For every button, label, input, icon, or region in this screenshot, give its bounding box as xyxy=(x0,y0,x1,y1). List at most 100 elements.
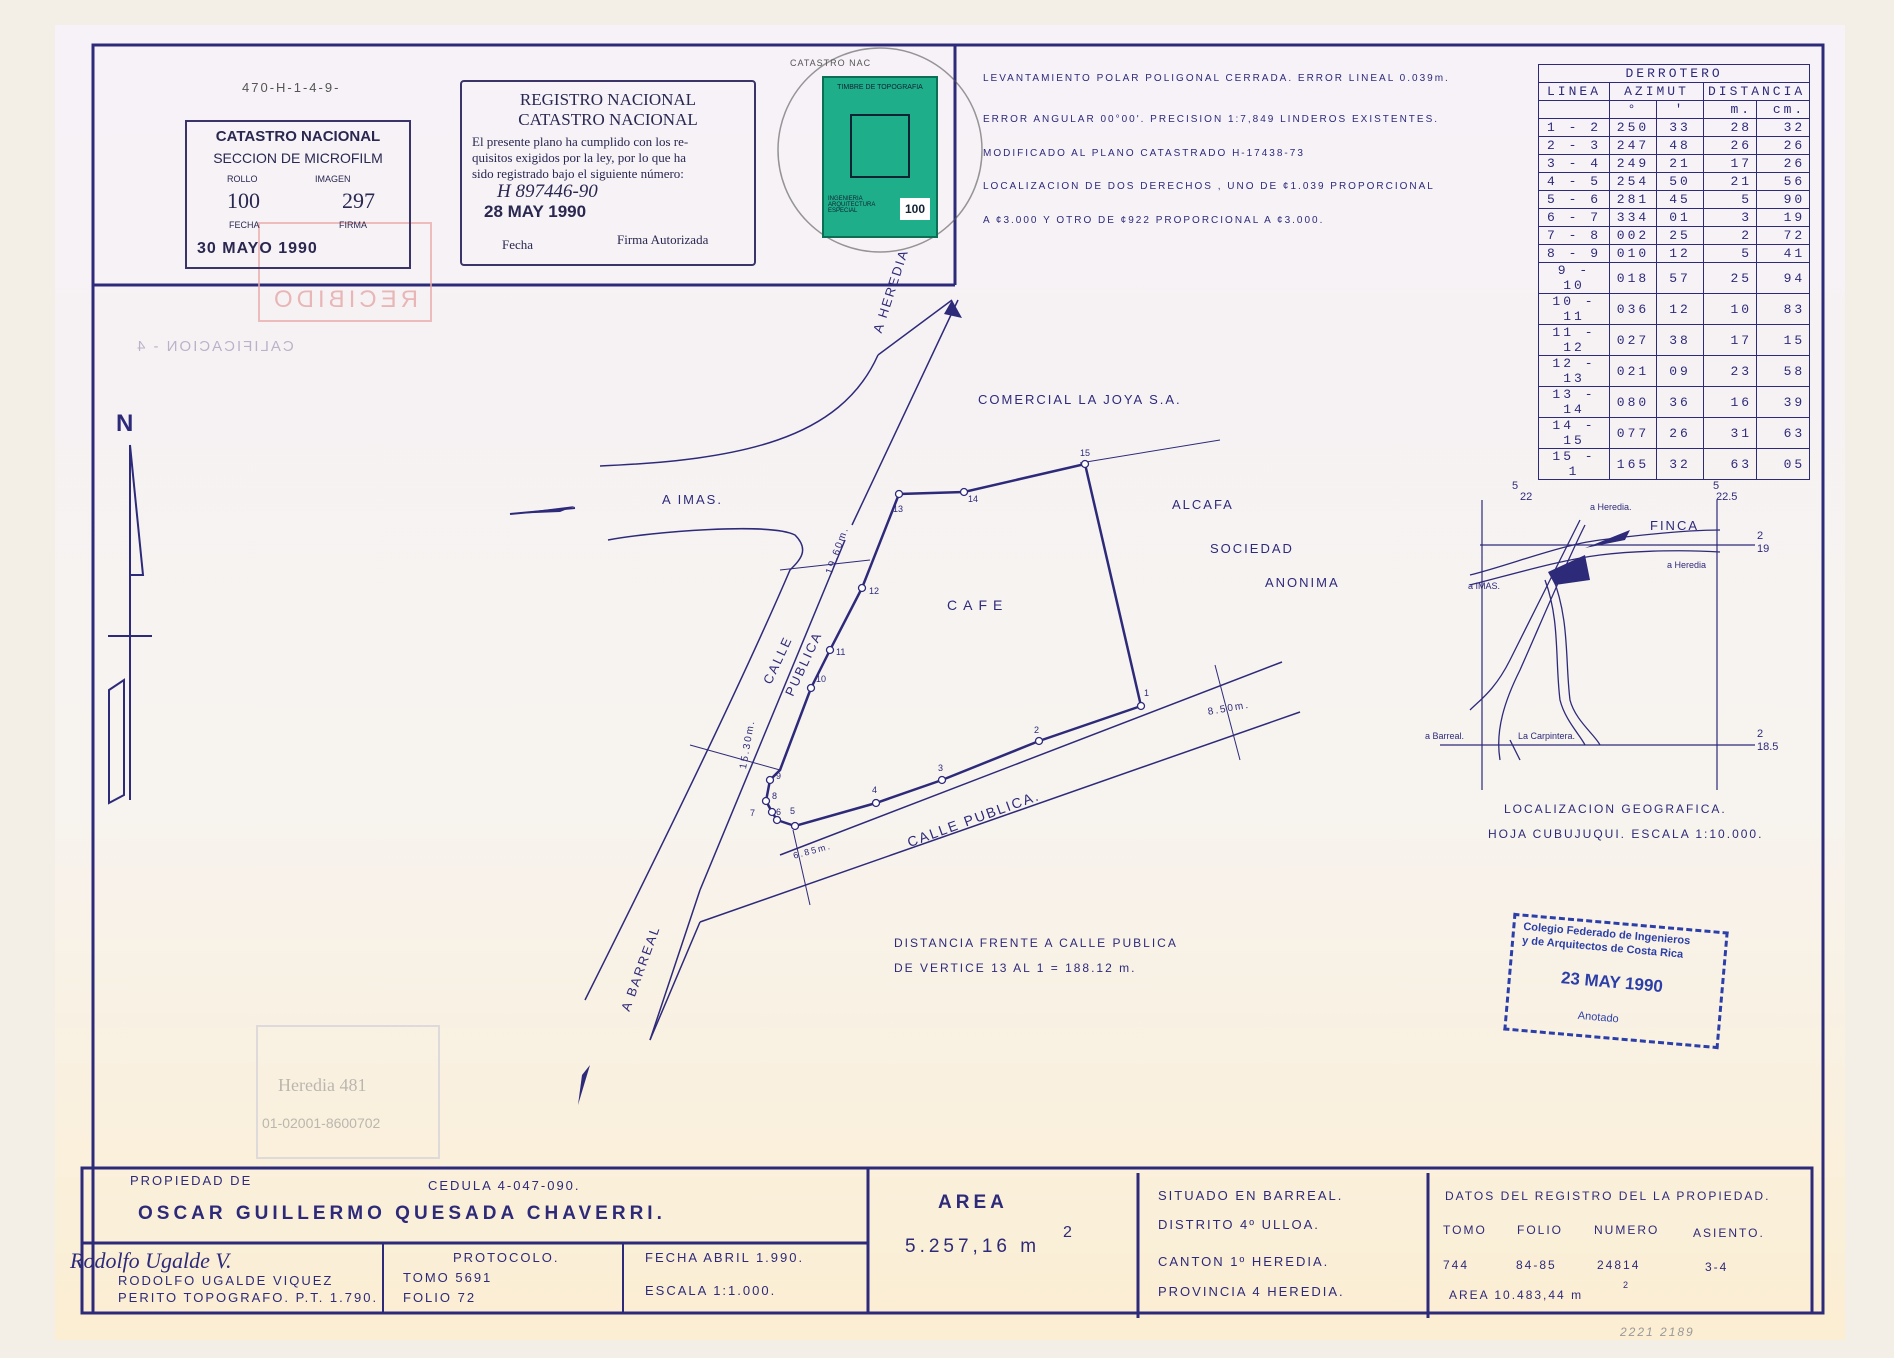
azimut-min-cell: 32 xyxy=(1656,448,1704,480)
loc-a-heredia-2: a Heredia xyxy=(1667,560,1707,570)
canton: CANTON 1º HEREDIA. xyxy=(1158,1254,1330,1269)
linea-cell: 3 - 4 xyxy=(1538,154,1610,173)
loc-grid-r1a: 2 xyxy=(1757,530,1764,542)
vertex-9: 9 xyxy=(776,771,782,781)
microfilm-title: CATASTRO NACIONAL xyxy=(215,128,381,145)
azimut-min-cell: 12 xyxy=(1656,293,1704,325)
registry-line-3: sido registrado bajo el siguiente número… xyxy=(472,166,684,181)
note-5: A ¢3.000 Y OTRO DE ¢922 PROPORCIONAL A ¢… xyxy=(983,215,1325,226)
provincia: PROVINCIA 4 HEREDIA. xyxy=(1158,1284,1345,1299)
area-label: AREA xyxy=(938,1192,1008,1213)
azimut-deg-cell: 077 xyxy=(1609,417,1657,449)
north-label: N xyxy=(116,410,138,437)
loc-la-carpintera: La Carpintera. xyxy=(1518,731,1576,741)
azimut-deg-cell: 002 xyxy=(1609,226,1657,245)
derrotero-table: DERROTERO LINEA AZIMUT DISTANCIA ° ' m. … xyxy=(1537,64,1811,480)
microfilm-stamp: CATASTRO NACIONAL SECCION DE MICROFILM R… xyxy=(185,120,411,269)
dist-cm-cell: 05 xyxy=(1756,448,1811,480)
azimut-deg-cell: 080 xyxy=(1609,386,1657,418)
header-distancia: DISTANCIA xyxy=(1702,82,1811,101)
imagen-value: 297 xyxy=(342,188,375,213)
dist-m-cell: 3 xyxy=(1702,208,1758,227)
vertex-10: 10 xyxy=(816,674,827,684)
microfilm-subtitle: SECCION DE MICROFILM xyxy=(213,150,383,166)
header-deg: ° xyxy=(1609,100,1657,119)
frente-line-2: DE VERTICE 13 AL 1 = 188.12 m. xyxy=(894,961,1137,975)
area-value: 5.257,16 m xyxy=(905,1236,1041,1257)
azimut-deg-cell: 281 xyxy=(1609,190,1657,209)
fee-stamp-top: TIMBRE DE TOPOGRAFIA xyxy=(837,84,923,91)
dist-cm-cell: 26 xyxy=(1756,154,1811,173)
dist-m-cell: 21 xyxy=(1702,172,1758,191)
dist-cm-cell: 90 xyxy=(1756,190,1811,209)
dist-cm-cell: 26 xyxy=(1756,136,1811,155)
loc-a-barreal: a Barreal. xyxy=(1425,731,1465,741)
seal-ring-text: CATASTRO NAC xyxy=(790,58,872,68)
azimut-deg-cell: 254 xyxy=(1609,172,1657,191)
frente-line-1: DISTANCIA FRENTE A CALLE PUBLICA xyxy=(894,936,1178,950)
registro-h-numero: NUMERO xyxy=(1594,1223,1660,1237)
linea-cell: 13 - 14 xyxy=(1538,386,1610,418)
azimut-deg-cell: 249 xyxy=(1609,154,1657,173)
azimut-min-cell: 45 xyxy=(1656,190,1704,209)
registro-v-folio: 84-85 xyxy=(1516,1258,1557,1272)
azimut-min-cell: 57 xyxy=(1656,262,1704,294)
header-m: m. xyxy=(1702,100,1758,119)
dist-m-cell: 10 xyxy=(1702,293,1758,325)
dist-cm-cell: 58 xyxy=(1756,355,1811,387)
registry-line-1: El presente plano ha cumplido con los re… xyxy=(472,134,689,149)
loc-grid-c1b: 22 xyxy=(1520,491,1533,503)
linea-cell: 6 - 7 xyxy=(1538,208,1610,227)
dist-cm-cell: 94 xyxy=(1756,262,1811,294)
registry-stamp: REGISTRO NACIONAL CATASTRO NACIONAL El p… xyxy=(460,80,756,266)
azimut-min-cell: 26 xyxy=(1656,417,1704,449)
cedula: CEDULA 4-047-090. xyxy=(428,1178,581,1193)
dist-cm-cell: 72 xyxy=(1756,226,1811,245)
firma-label: FIRMA xyxy=(339,220,367,230)
registry-number: H 897446-90 xyxy=(497,181,598,202)
owner-name: OSCAR GUILLERMO QUESADA CHAVERRI. xyxy=(138,1203,666,1224)
azimut-min-cell: 12 xyxy=(1656,244,1704,263)
loc-grid-c2a: 5 xyxy=(1713,480,1720,492)
azimut-min-cell: 01 xyxy=(1656,208,1704,227)
area-exponent: 2 xyxy=(1063,1224,1074,1241)
loc-grid-r2a: 2 xyxy=(1757,728,1764,740)
colegio-date: 23 MAY 1990 xyxy=(1560,968,1664,997)
registry-line-2: quisitos exigidos por la ley, por lo que… xyxy=(472,150,686,165)
situado: SITUADO EN BARREAL. xyxy=(1158,1188,1344,1203)
azimut-deg-cell: 018 xyxy=(1609,262,1657,294)
imagen-label: IMAGEN xyxy=(315,174,351,184)
linea-cell: 9 - 10 xyxy=(1538,262,1610,294)
vertex-5: 5 xyxy=(790,806,796,816)
derrotero-title: DERROTERO xyxy=(1537,64,1811,83)
protocolo-tomo: TOMO 5691 xyxy=(403,1270,493,1285)
header-linea: LINEA xyxy=(1538,82,1610,101)
azimut-deg-cell: 334 xyxy=(1609,208,1657,227)
vertex-14: 14 xyxy=(968,494,979,504)
vertex-4: 4 xyxy=(872,785,878,795)
azimut-deg-cell: 027 xyxy=(1609,324,1657,356)
signature: Rodolfo Ugalde V. xyxy=(70,1248,232,1273)
dist-cm-cell: 15 xyxy=(1756,324,1811,356)
note-2: ERROR ANGULAR 00°00'. PRECISION 1:7,849 … xyxy=(983,114,1440,125)
received-stamp: RECIBIDO xyxy=(258,222,432,322)
azimut-min-cell: 09 xyxy=(1656,355,1704,387)
dist-m-cell: 16 xyxy=(1702,386,1758,418)
label-a-imas: A IMAS. xyxy=(662,492,723,507)
label-alcafa: ALCAFA xyxy=(1172,497,1234,512)
linea-cell: 2 - 3 xyxy=(1538,136,1610,155)
header-blank xyxy=(1538,100,1610,119)
registro-h-folio: FOLIO xyxy=(1517,1223,1564,1237)
registry-subtitle: CATASTRO NACIONAL xyxy=(518,110,698,129)
faded-label: CALIFICACION - 4 xyxy=(135,338,294,355)
loc-grid-c2b: 22.5 xyxy=(1716,491,1738,503)
registro-v-tomo: 744 xyxy=(1443,1258,1470,1272)
